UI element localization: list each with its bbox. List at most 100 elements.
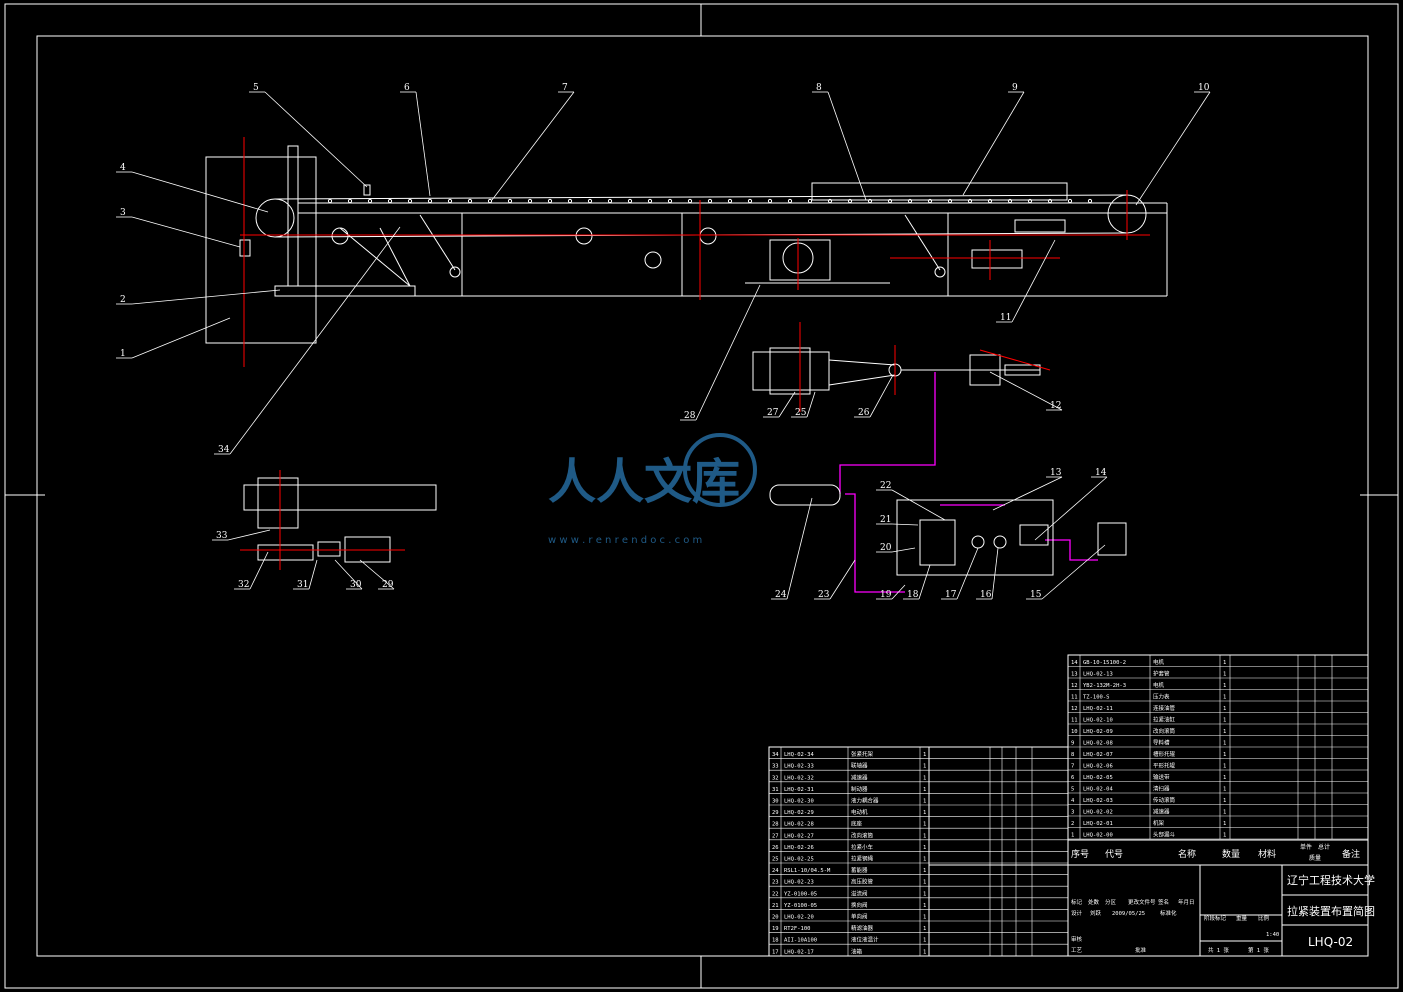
callout-leader bbox=[264, 91, 368, 188]
bom-name: 减速器 bbox=[851, 773, 868, 781]
hdr-qty: 数量 bbox=[1222, 848, 1240, 860]
idler-roller bbox=[347, 198, 353, 204]
bom-no: 18 bbox=[772, 938, 779, 944]
bom-name: 张紧托架 bbox=[851, 750, 874, 758]
bom-no: 2 bbox=[1071, 821, 1074, 827]
bom-qty: 1 bbox=[923, 857, 926, 863]
bom-qty: 1 bbox=[923, 891, 926, 897]
idler-roller bbox=[607, 198, 613, 204]
bom-name: 液力耦合器 bbox=[851, 797, 879, 805]
bom-name: 底座 bbox=[851, 820, 863, 828]
idler-roller bbox=[1067, 198, 1073, 204]
callout-25: 25 bbox=[795, 408, 807, 418]
hdr-total: 总计 bbox=[1318, 843, 1330, 851]
idler-roller bbox=[647, 198, 653, 204]
idler-roller bbox=[1047, 198, 1053, 204]
bom-code: GB-10-15100-2 bbox=[1083, 660, 1126, 666]
bom-no: 10 bbox=[1071, 729, 1078, 735]
bom-qty: 1 bbox=[923, 880, 926, 886]
bom-code: YZ-0100-05 bbox=[784, 891, 817, 897]
callout-10: 10 bbox=[1198, 83, 1210, 93]
bom-qty: 1 bbox=[923, 752, 926, 758]
idler-roller bbox=[927, 198, 933, 204]
idler-roller bbox=[987, 198, 993, 204]
idler-roller bbox=[727, 198, 733, 204]
bom-name: 传动滚筒 bbox=[1153, 796, 1176, 804]
bom-name: 清扫器 bbox=[1153, 785, 1170, 793]
bom-qty: 1 bbox=[1223, 810, 1226, 816]
bom-no: 12 bbox=[1071, 683, 1078, 689]
bom-code: LHQ-02-32 bbox=[784, 775, 814, 781]
so-docno: 更改文件号 bbox=[1128, 898, 1156, 906]
bom-header: 序号 代号 名称 数量 材料 单件 总计 质量 备注 bbox=[1071, 843, 1360, 862]
so-weight: 重量 bbox=[1236, 914, 1248, 922]
bom-qty: 1 bbox=[923, 810, 926, 816]
callout-leader bbox=[992, 476, 1063, 511]
idlers bbox=[327, 198, 1093, 204]
bom-name: 单向阀 bbox=[851, 913, 868, 921]
idler-roller bbox=[687, 198, 693, 204]
idler-roller bbox=[1027, 198, 1033, 204]
bom-name: 导料槽 bbox=[1153, 739, 1170, 747]
so-stage: 阶段标记 bbox=[1204, 914, 1227, 922]
signoff-block: 标记 处数 分区 更改文件号 签名 年月日 设计 刘跃 2009/05/25 标… bbox=[1071, 873, 1375, 954]
callout-4: 4 bbox=[120, 163, 126, 173]
callout-leader bbox=[806, 391, 816, 418]
bom-qty: 1 bbox=[923, 949, 926, 955]
bom-name: 高压胶管 bbox=[851, 878, 874, 886]
idler-roller bbox=[667, 198, 673, 204]
callout-26: 26 bbox=[858, 408, 870, 418]
callout-leader bbox=[786, 497, 813, 600]
bom-name: 槽形托辊 bbox=[1153, 750, 1176, 758]
drawing-title: 拉紧装置布置简图 bbox=[1287, 904, 1375, 918]
bom-qty: 1 bbox=[923, 926, 926, 932]
bom-no: 21 bbox=[772, 903, 779, 909]
callout-17: 17 bbox=[945, 590, 957, 600]
callout-22: 22 bbox=[880, 481, 891, 491]
so-date: 年月日 bbox=[1178, 898, 1195, 906]
bom-code: LHQ-02-00 bbox=[1083, 833, 1113, 839]
idler-roller bbox=[1007, 198, 1013, 204]
callout-5: 5 bbox=[253, 83, 259, 93]
bom-code: AII-10A100 bbox=[784, 938, 817, 944]
bom-no: 34 bbox=[772, 752, 779, 758]
bom-name: 改向滚筒 bbox=[1153, 727, 1176, 735]
idler-roller bbox=[567, 198, 573, 204]
bom-code: LHQ-02-05 bbox=[1083, 775, 1113, 781]
callout-leader bbox=[827, 91, 867, 201]
bom-qty: 1 bbox=[1223, 706, 1226, 712]
bom-code: YZ-0100-05 bbox=[784, 903, 817, 909]
bom-qty: 1 bbox=[923, 833, 926, 839]
bom-name: 精滤油器 bbox=[851, 924, 874, 932]
bom-no: 25 bbox=[772, 857, 779, 863]
callout-leader bbox=[695, 284, 761, 421]
bom-no: 5 bbox=[1071, 787, 1074, 793]
bom-no: 19 bbox=[772, 926, 779, 932]
callout-8: 8 bbox=[816, 83, 822, 93]
callout-20: 20 bbox=[880, 543, 892, 553]
callout-7: 7 bbox=[562, 83, 568, 93]
watermark-url: w w w . r e n r e n d o c . c o m bbox=[548, 535, 702, 546]
callout-leader bbox=[989, 371, 1063, 411]
bom-name: 输送带 bbox=[1153, 773, 1170, 781]
bom-code: LHQ-02-25 bbox=[784, 857, 814, 863]
callout-leader bbox=[415, 91, 431, 197]
hdr-remark: 备注 bbox=[1342, 848, 1360, 860]
bom-code: YB2-132M-2H-3 bbox=[1083, 683, 1126, 689]
bom-code: LHQ-02-23 bbox=[784, 880, 814, 886]
bom-qty: 1 bbox=[923, 775, 926, 781]
idler-roller bbox=[847, 198, 853, 204]
idler-roller bbox=[867, 198, 873, 204]
center-lines bbox=[240, 137, 1150, 367]
bom-code: TZ-100-S bbox=[1083, 695, 1110, 701]
bom-qty: 1 bbox=[923, 845, 926, 851]
idler-roller bbox=[547, 198, 553, 204]
bom-code: LHQ-02-20 bbox=[784, 915, 814, 921]
callout-27: 27 bbox=[767, 408, 779, 418]
idler-roller bbox=[447, 198, 453, 204]
idler-roller bbox=[407, 198, 413, 204]
bom-no: 29 bbox=[772, 810, 779, 816]
bom-code: LHQ-02-06 bbox=[1083, 764, 1113, 770]
bom-code: LHQ-02-03 bbox=[1083, 798, 1113, 804]
bom-no: 22 bbox=[772, 891, 779, 897]
